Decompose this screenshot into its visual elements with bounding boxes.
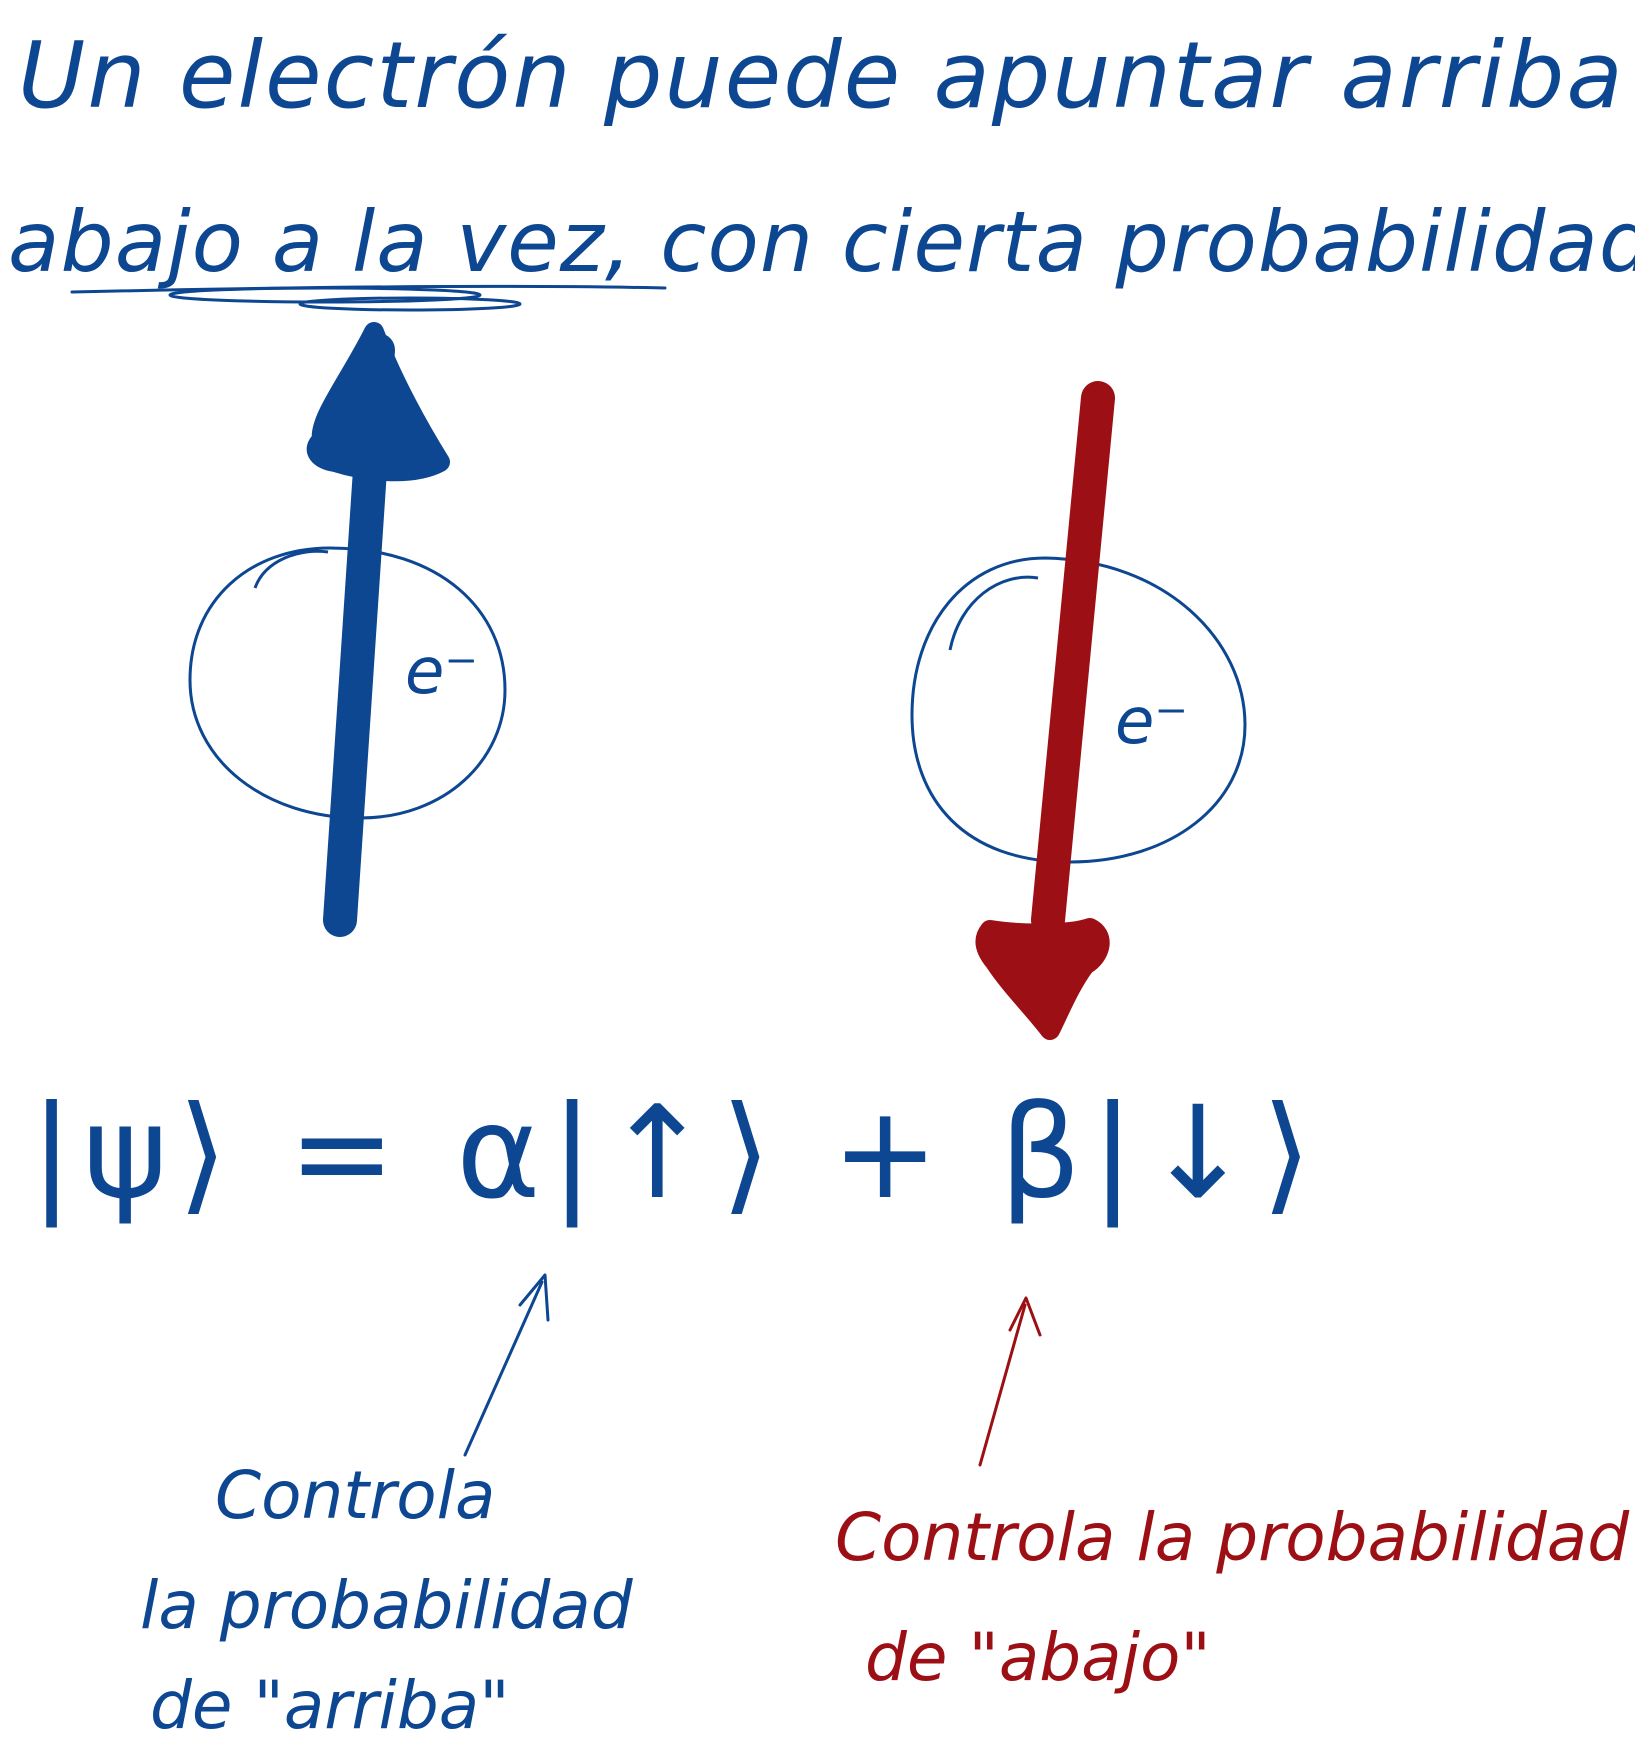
spin-down-arrow [975,381,1115,1040]
spin-up-arrow [306,322,450,937]
title-line-2-rest: con cierta probabilidad [660,193,1635,291]
right-electron-label: e⁻ [1115,685,1189,759]
beta-note-line-1: Controla la probabilidad [835,1499,1630,1576]
title-line-2: abajo a la vez, con cierta probabilidad [8,200,1635,284]
left-electron-label: e⁻ [405,635,479,709]
alpha-pointer-arrow [463,1273,550,1457]
alpha-note-line-1: Controla [215,1457,496,1534]
title-underlined-phrase: abajo a la vez, [8,193,633,291]
alpha-note-line-2: la probabilidad [140,1567,633,1644]
title-line-1: Un electrón puede apuntar arriba y [18,22,1635,129]
title-underline [70,284,667,312]
beta-note-line-2: de "abajo" [865,1619,1211,1696]
alpha-note-line-3: de "arriba" [150,1667,510,1744]
beta-pointer-arrow [978,1296,1042,1467]
state-equation: |ψ⟩ = α|↑⟩ + β|↓⟩ [30,1079,1322,1228]
